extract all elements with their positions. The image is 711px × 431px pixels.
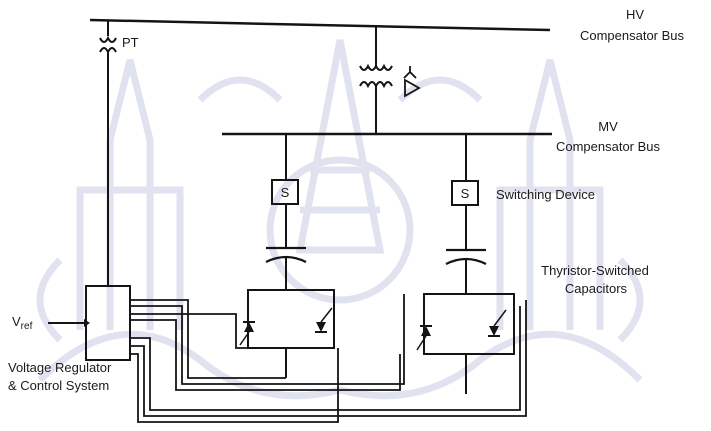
pt-transformer bbox=[99, 21, 117, 286]
mv-bus-label-line1: MV bbox=[598, 119, 618, 134]
thyristor-icon bbox=[244, 322, 254, 332]
hv-bus-line bbox=[89, 18, 551, 32]
tsc-branch-2 bbox=[416, 134, 515, 394]
regulator-block bbox=[85, 285, 131, 361]
thyristor-icon bbox=[316, 322, 326, 332]
tsc-label-line2: Capacitors bbox=[565, 281, 628, 296]
switching-device-label: Switching Device bbox=[496, 187, 595, 202]
wye-delta-icon bbox=[403, 66, 421, 98]
regulator-label-line2: & Control System bbox=[8, 378, 109, 393]
switch-label-1: S bbox=[281, 185, 290, 200]
thyristor-icon bbox=[489, 326, 499, 336]
thyristor-icon bbox=[421, 326, 431, 336]
mv-bus-label-line2: Compensator Bus bbox=[556, 139, 661, 154]
tsc-label-line1: Thyristor-Switched bbox=[541, 263, 649, 278]
hv-bus-label-line2: Compensator Bus bbox=[580, 28, 685, 43]
switch-label-2: S bbox=[461, 186, 470, 201]
arrow-head-icon bbox=[84, 319, 90, 327]
step-down-transformer bbox=[359, 26, 393, 134]
pt-label: PT bbox=[122, 35, 139, 50]
control-wiring bbox=[130, 294, 527, 423]
tsc-branch-1 bbox=[239, 134, 335, 378]
hv-bus-label-line1: HV bbox=[626, 7, 644, 22]
vref-label: Vref bbox=[12, 314, 33, 332]
regulator-label-line1: Voltage Regulator bbox=[8, 360, 112, 375]
